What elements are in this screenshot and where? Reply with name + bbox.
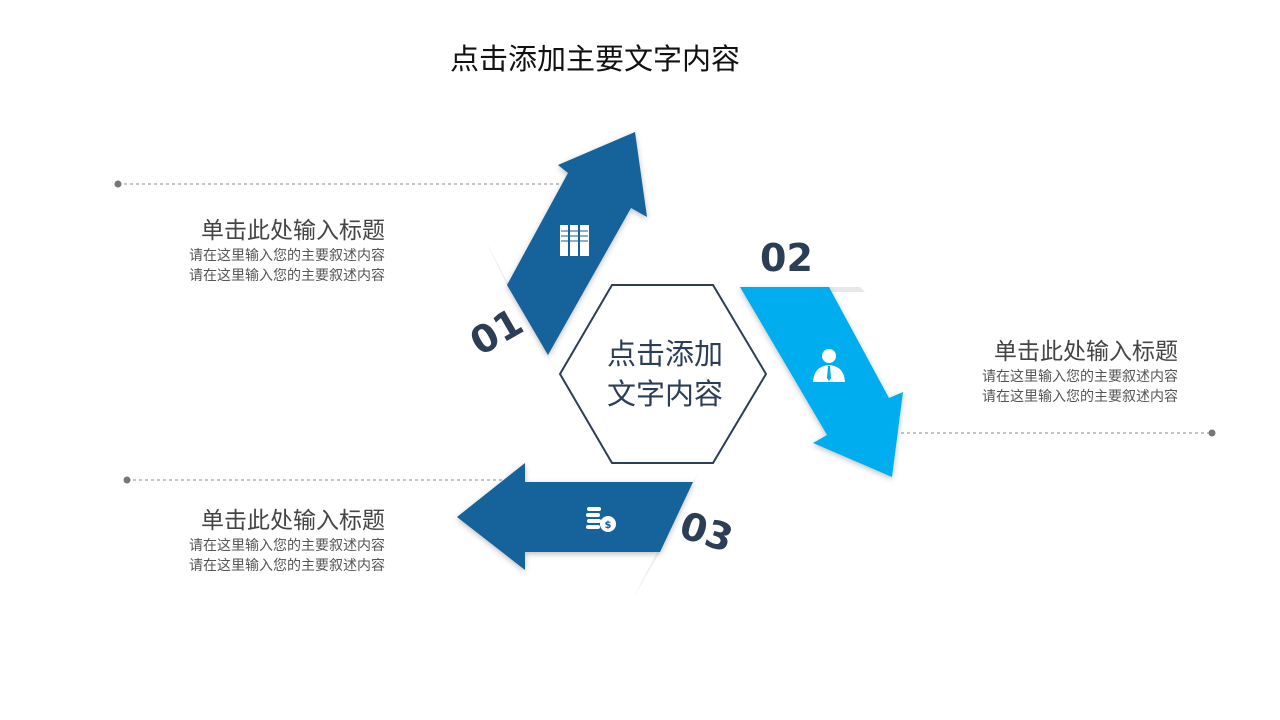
text-block-02[interactable]: 单击此处输入标题 请在这里输入您的主要叙述内容 请在这里输入您的主要叙述内容	[920, 337, 1178, 407]
block-description: 请在这里输入您的主要叙述内容	[982, 389, 1178, 405]
block-description: 请在这里输入您的主要叙述内容	[189, 268, 385, 284]
svg-text:$: $	[605, 520, 612, 531]
block-description: 请在这里输入您的主要叙述内容	[189, 538, 385, 554]
block-description: 请在这里输入您的主要叙述内容	[189, 558, 385, 574]
center-text-line: 文字内容	[606, 377, 723, 411]
center-text-line: 点击添加	[606, 337, 723, 371]
connector-line-3	[123, 476, 510, 484]
slide-title[interactable]: 点击添加主要文字内容	[449, 42, 740, 76]
books-icon	[560, 225, 589, 256]
center-hexagon	[558, 284, 768, 464]
text-block-01[interactable]: 单击此处输入标题 请在这里输入您的主要叙述内容 请在这里输入您的主要叙述内容	[130, 216, 385, 286]
connector-line-1	[114, 180, 570, 188]
text-block-03[interactable]: 单击此处输入标题 请在这里输入您的主要叙述内容 请在这里输入您的主要叙述内容	[130, 506, 385, 576]
connector-line-2	[895, 429, 1216, 437]
block-heading: 单击此处输入标题	[201, 508, 385, 534]
step-number-02: 02	[760, 236, 813, 280]
block-heading: 单击此处输入标题	[201, 218, 385, 244]
block-description: 请在这里输入您的主要叙述内容	[982, 369, 1178, 385]
coins-icon: $	[586, 507, 616, 532]
person-icon	[813, 349, 845, 382]
arrow-03	[457, 463, 693, 570]
block-heading: 单击此处输入标题	[994, 339, 1178, 365]
block-description: 请在这里输入您的主要叙述内容	[189, 248, 385, 264]
center-text[interactable]: 点击添加 文字内容	[590, 334, 740, 414]
